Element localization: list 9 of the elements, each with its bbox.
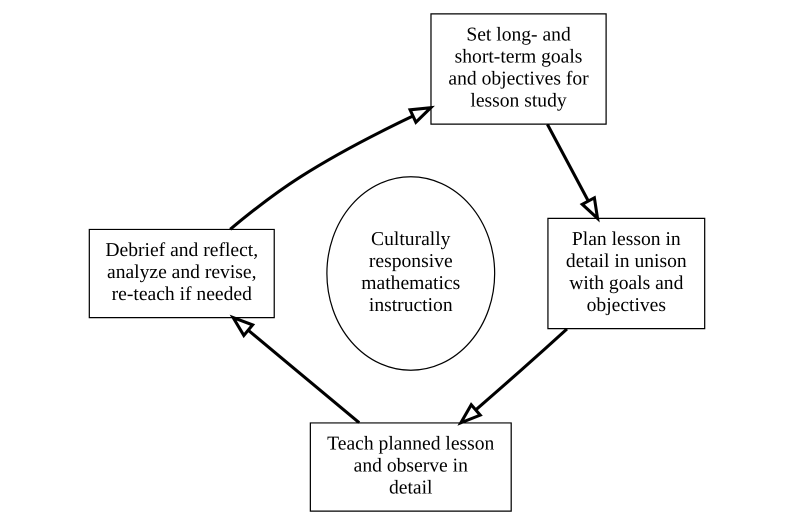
node-ellipse: Culturally responsive mathematics instruction <box>326 176 496 370</box>
arrow <box>229 105 435 230</box>
arrow <box>457 327 568 426</box>
node-box: Teach planned lesson and observe in detail <box>310 422 512 512</box>
arrow <box>230 314 360 424</box>
node-box: Debrief and reflect, analyze and revise, re-teach if needed <box>88 228 275 318</box>
arrow <box>546 123 600 222</box>
node-box: Set long- and short-term goals and objectives for lesson study <box>430 12 607 124</box>
node-box: Plan lesson in detail in unison with goals and objectives <box>547 217 706 329</box>
